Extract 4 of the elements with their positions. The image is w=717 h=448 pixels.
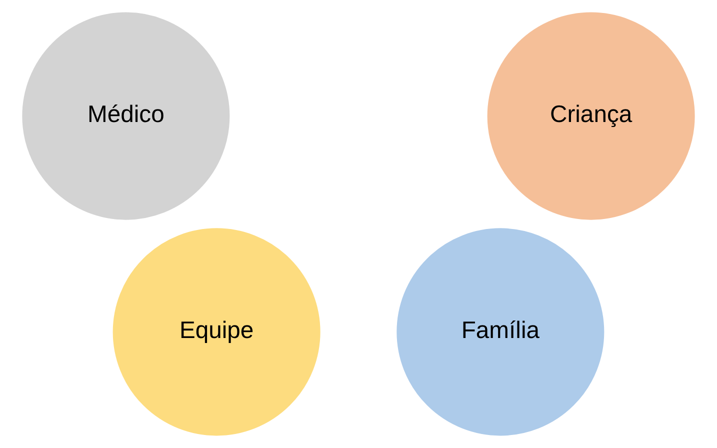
- node-circle: Equipe: [112, 228, 320, 436]
- node-circle: Criança: [487, 12, 695, 220]
- node-circle: Médico: [22, 12, 230, 220]
- node-circle: Família: [396, 228, 604, 436]
